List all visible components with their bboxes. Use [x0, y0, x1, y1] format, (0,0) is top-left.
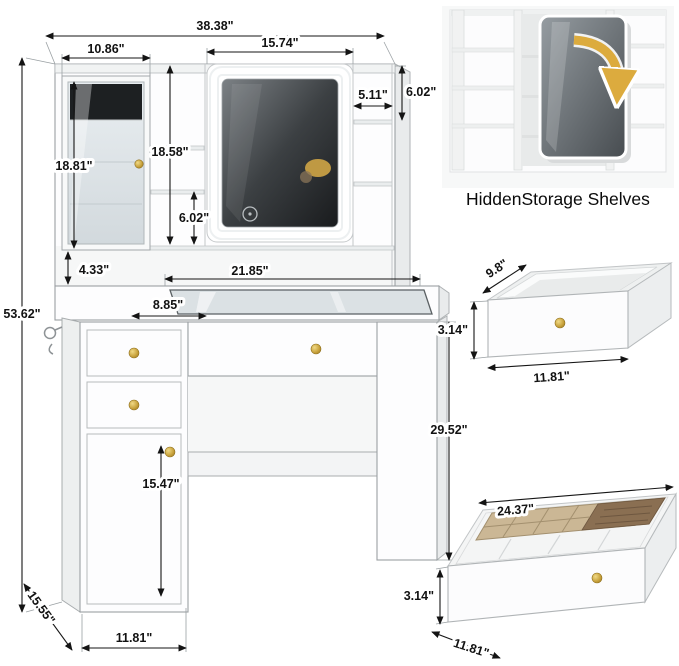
dim-small-drawer-height: 3.14" [438, 323, 468, 337]
vanity-dimensions: 38.38" 10.86" 15.74" 5.11" 6.02" 18.81" … [0, 16, 471, 652]
dim-total-width: 38.38" [196, 19, 233, 33]
dim-total-height: 53.62" [3, 307, 40, 321]
tower-drawer-2-knob[interactable] [128, 399, 140, 411]
desktop [54, 285, 450, 321]
right-shelves [353, 119, 393, 187]
jewelry-organizer [475, 497, 666, 541]
vanity-unit: 38.38" 10.86" 15.74" 5.11" 6.02" 18.81" … [0, 16, 471, 652]
dim-tabletop-depth-offset: 8.85" [153, 298, 183, 312]
large-drawer-front[interactable] [447, 547, 646, 623]
dim-small-drawer-width: 11.81" [533, 369, 570, 386]
lower-cabinet-knob[interactable] [164, 446, 176, 458]
dim-base-depth: 15.55" [25, 588, 58, 626]
dim-line-small-drawer-depth [482, 264, 527, 294]
dim-hutch-gap: 4.33" [79, 263, 109, 277]
lower-cabinet-door[interactable] [86, 433, 182, 605]
dim-line-base-depth [23, 583, 73, 651]
dim-base-width: 11.81" [116, 631, 153, 645]
hidden-storage-inset: HiddenStorage Shelves [442, 6, 674, 209]
tower-drawer-1-knob[interactable] [128, 347, 140, 359]
dim-top-shelf-height: 6.02" [406, 85, 436, 99]
dim-mirror-height: 18.58" [151, 145, 188, 159]
dim-door-height: 15.47" [142, 477, 179, 491]
desk-base [43, 315, 448, 613]
dim-large-drawer-depth: 11.81" [452, 636, 491, 661]
dim-cabinet-height: 18.81" [55, 159, 92, 173]
middle-shelves [150, 145, 205, 195]
mirror-glass [221, 78, 339, 228]
dim-desk-height: 29.52" [430, 423, 467, 437]
right-leg-panel [376, 321, 438, 561]
small-drawer-knob[interactable] [554, 317, 566, 329]
dim-mirror-gap: 5.11" [358, 88, 388, 102]
slide-direction-arrow-icon [573, 35, 618, 88]
glass-tabletop [169, 289, 433, 315]
side-hook-icon [43, 326, 63, 355]
cabinet-knob[interactable] [134, 159, 144, 169]
center-drawer-knob[interactable] [310, 343, 322, 355]
dim-line-small-drawer-width [487, 355, 629, 372]
touch-sensor[interactable] [242, 206, 258, 222]
led-mirror [206, 63, 354, 243]
mirror-reflection [305, 159, 331, 177]
tower-side-panel [61, 317, 81, 613]
dim-large-drawer-width: 24.37" [497, 501, 535, 518]
inset-caption: HiddenStorage Shelves [466, 189, 650, 209]
under-mirror-shelf [149, 245, 395, 251]
front-compartments [498, 529, 611, 560]
dim-tabletop-width: 21.85" [231, 264, 268, 278]
dim-mirror-width: 15.74" [261, 36, 298, 50]
large-drawer-knob[interactable] [591, 572, 603, 584]
dim-large-drawer-height: 3.14" [404, 589, 434, 603]
dim-line-large-drawer-width [478, 484, 674, 506]
dim-line-large-drawer-depth [431, 631, 501, 659]
dim-cabinet-width: 10.86" [87, 42, 124, 56]
small-drawer: 9.8" 3.14" 11.81" [435, 253, 673, 388]
cabinet-dark-interior [70, 84, 142, 120]
dim-mid-shelf-height: 6.02" [179, 211, 209, 225]
support-beam [187, 451, 378, 477]
